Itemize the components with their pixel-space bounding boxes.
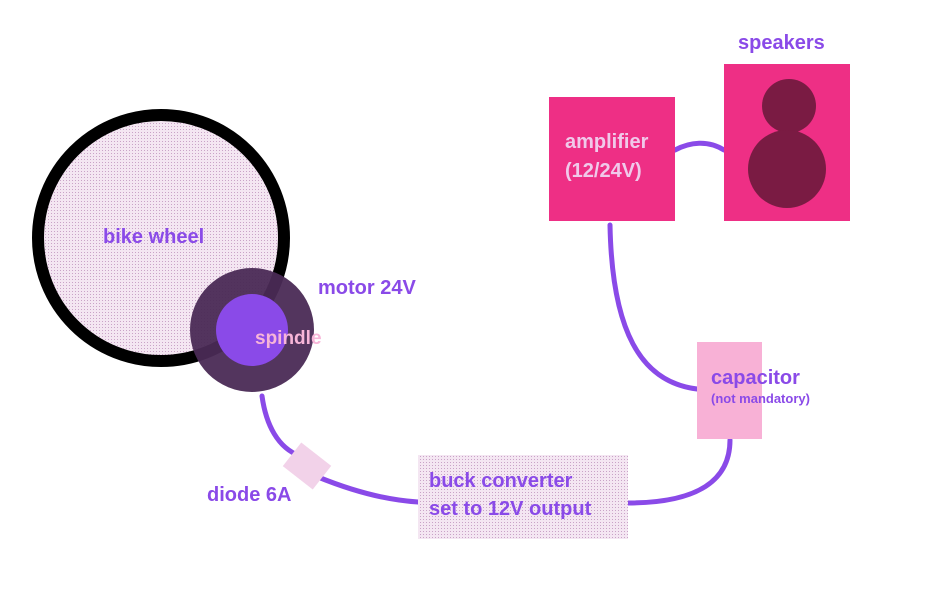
capacitor-note: (not mandatory) (711, 391, 810, 406)
buck-converter (418, 455, 628, 539)
capacitor (697, 342, 762, 439)
amplifier-label-line2: (12/24V) (565, 160, 642, 182)
diode (282, 442, 332, 490)
motor-label: motor 24V (318, 277, 416, 299)
bike-wheel-label: bike wheel (103, 226, 205, 248)
wire-capacitor-to-amplifier (607, 222, 700, 392)
wire-buck-to-capacitor (625, 437, 733, 506)
speaker-woofer (748, 130, 826, 208)
spindle (216, 294, 288, 366)
buck-converter-label-line1: buck converter (429, 470, 573, 492)
wire-amplifier-to-speakers (672, 140, 727, 153)
buck-converter-label-line2: set to 12V output (429, 498, 592, 520)
spindle-label: spindle (255, 328, 322, 349)
speaker-tweeter (762, 79, 816, 133)
wire-diode-to-buck (315, 474, 421, 505)
amplifier (549, 97, 675, 221)
wire-motor-to-diode (259, 393, 303, 459)
capacitor-label: capacitor (711, 367, 800, 389)
speakers-label: speakers (738, 32, 825, 54)
amplifier-label-line1: amplifier (565, 131, 649, 153)
diode-label: diode 6A (207, 484, 292, 506)
